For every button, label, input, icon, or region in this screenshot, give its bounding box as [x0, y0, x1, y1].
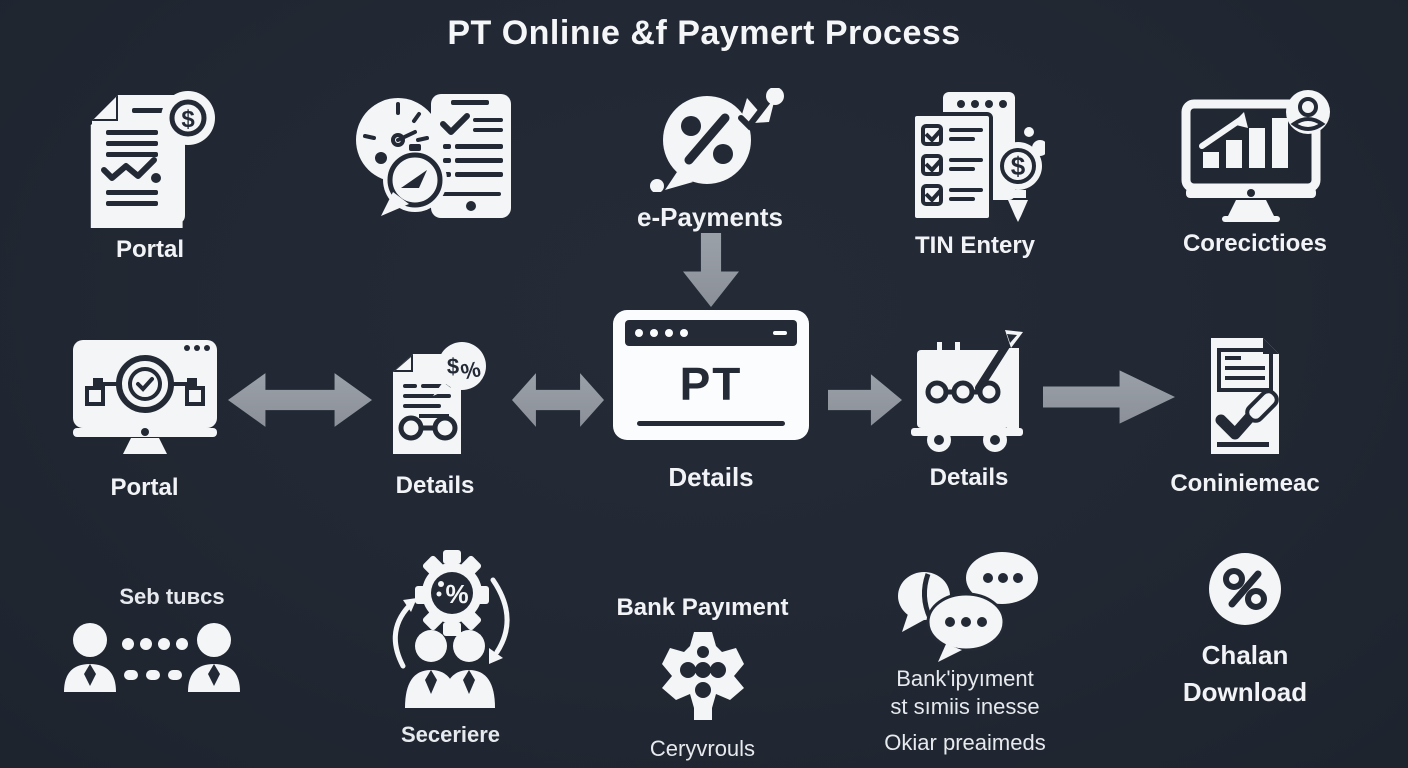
chat-caption-line3: Okiar preaimeds — [884, 730, 1046, 755]
minimize-icon — [773, 331, 787, 335]
chat-caption-line1: Bank'ipyıment — [896, 666, 1034, 691]
bank-valve-icon — [661, 632, 744, 720]
checklist-dollar-search-icon: $ — [911, 92, 1045, 222]
flow-arrow-right — [828, 374, 902, 426]
flow-label: Portal — [110, 474, 179, 501]
gear-people-cycle-icon: % — [392, 550, 509, 708]
step-bank-payment: Bank Payıment Ceryvrouls — [600, 594, 805, 762]
step-title: Bank Payıment — [616, 594, 789, 621]
monitor-bar-chart-user-icon — [1181, 90, 1330, 222]
flow-arrow-bidirectional — [512, 373, 604, 427]
flow-arrow-bidirectional — [228, 373, 372, 427]
step-label: Seb tuвcs — [119, 584, 225, 609]
step-label: Corecictioes — [1182, 230, 1328, 257]
svg-text:%: % — [445, 579, 468, 609]
flow-label: Details — [395, 472, 475, 499]
step-label-line1: Chalan — [1201, 640, 1289, 670]
step-label: Portal — [115, 236, 184, 263]
browser-dot — [665, 329, 673, 337]
browser-dot — [635, 329, 643, 337]
chat-caption-line2: st sımiis inesse — [890, 694, 1040, 719]
page-title: PT Onlinıe &f Paymert Process — [447, 14, 961, 52]
step-label: Seceriere — [400, 722, 501, 747]
svg-text:$: $ — [446, 354, 458, 379]
step-status-messages: Bank'ipyıment st sımiis inesse Okiar pre… — [880, 550, 1050, 756]
step-phone-schedule — [345, 92, 525, 220]
users-connection-icon — [64, 623, 240, 692]
step-label: Ceryvrouls — [649, 736, 756, 761]
browser-underline — [637, 421, 785, 426]
flow-details-doc: $ % Details — [385, 342, 486, 500]
step-label: TIN Entery — [914, 232, 1036, 259]
step-seceriere: % Seceriere — [378, 548, 523, 748]
browser-title-bar — [625, 320, 797, 346]
flow-arrow-down — [683, 233, 739, 307]
phone-checklist-clock-icon — [355, 94, 511, 218]
step-label-line2: Download — [1182, 677, 1308, 707]
step-chalan-download: Chalan Download — [1175, 552, 1315, 708]
flow-cart: Details — [905, 330, 1033, 492]
flow-arrow-right — [1043, 370, 1175, 424]
chat-bubbles-icon — [898, 552, 1038, 662]
percent-speech-bubble-icon — [650, 88, 784, 192]
document-checkmark-icon — [1211, 338, 1279, 454]
percent-circle-icon — [1209, 553, 1281, 625]
step-portal-top: $ Portal — [55, 90, 245, 264]
step-e-payments: e-Payments — [610, 88, 810, 233]
browser-content-text: PT — [679, 357, 743, 410]
pt-browser-window-icon: PT — [613, 310, 809, 440]
step-label: e-Payments — [637, 202, 783, 232]
svg-text:$: $ — [1011, 151, 1026, 181]
flow-confirmation: Coniniemeac — [1170, 336, 1320, 498]
svg-text:$: $ — [181, 106, 195, 133]
browser-dot — [680, 329, 688, 337]
flow-label: Details — [929, 464, 1009, 491]
browser-dot — [650, 329, 658, 337]
step-corrections: Corecictioes — [1155, 90, 1355, 258]
flow-pt-browser: PT Details — [613, 310, 809, 493]
cart-trend-icon — [910, 330, 1023, 452]
flow-label: Coniniemeac — [1170, 470, 1320, 497]
monitor-workflow-icon — [72, 340, 217, 454]
document-route-dollar-icon: $ % — [392, 342, 486, 454]
invoice-dollar-bubble-icon: $ — [90, 91, 215, 228]
step-users: Seb tuвcs — [62, 584, 252, 694]
flow-portal: Portal — [62, 336, 227, 502]
flow-label: Details — [668, 462, 754, 492]
step-tin-entry: $ TIN Entery — [875, 90, 1075, 260]
